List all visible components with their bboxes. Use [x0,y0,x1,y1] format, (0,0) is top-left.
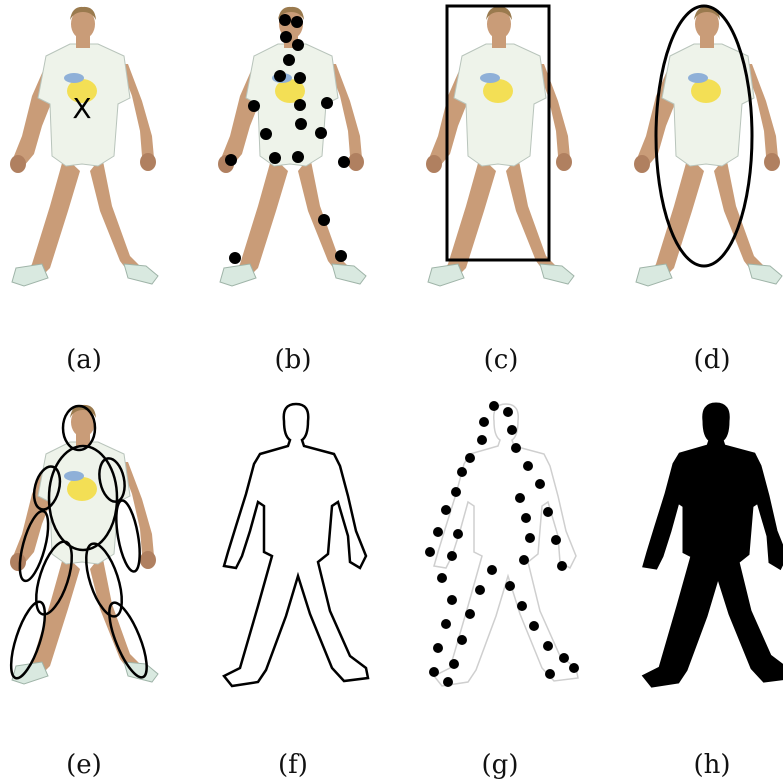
caption-c: (c) [484,345,519,375]
panel-f: (f) [224,404,368,780]
panel-c: (c) [426,6,574,375]
contour-points [425,401,579,687]
caption-h: (h) [693,750,730,780]
caption-e: (e) [66,750,102,780]
panel-e: (e) [4,405,158,780]
caption-a: (a) [66,345,102,375]
caption-g: (g) [482,750,519,780]
caption-f: (f) [278,750,308,780]
silhouette [644,404,783,686]
panel-g: (g) [425,401,579,780]
contour-outline [224,404,368,686]
center-x-marker: X [72,92,91,125]
caption-b: (b) [275,345,312,375]
caption-d: (d) [694,345,731,375]
panel-a: X (a) [10,7,158,375]
panel-h: (h) [644,404,783,780]
panel-b: (b) [218,7,366,375]
panel-d: (d) [634,6,782,375]
